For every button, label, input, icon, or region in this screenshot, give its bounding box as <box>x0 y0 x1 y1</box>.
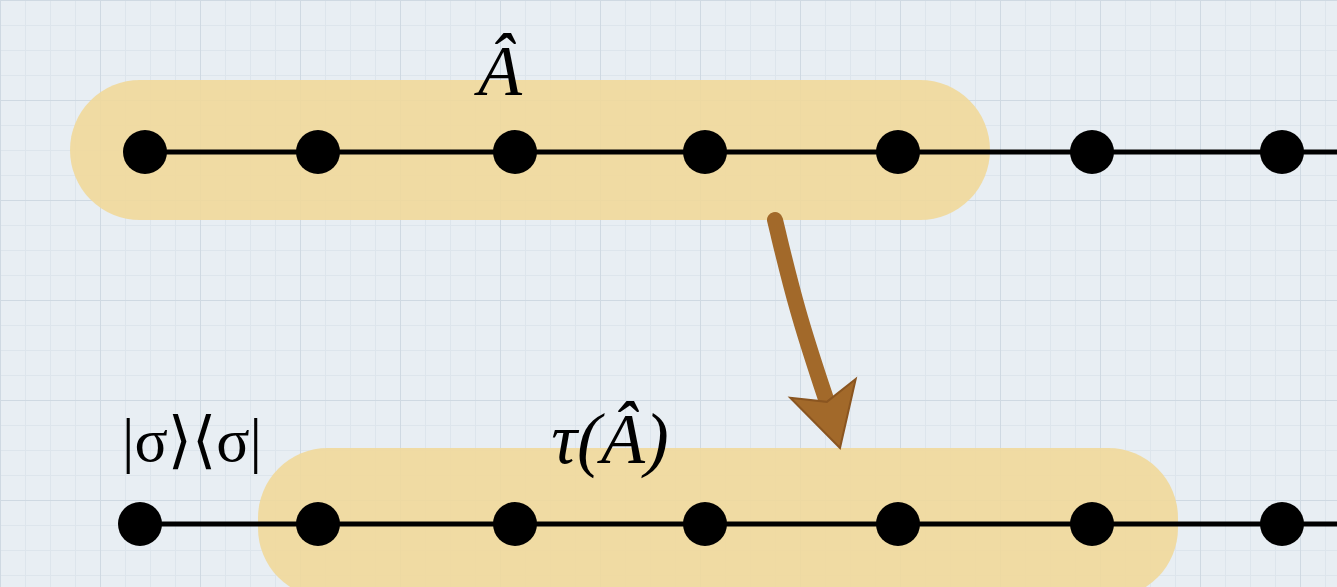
projector-label: |σ⟩⟨σ| <box>122 406 262 474</box>
site-dot <box>683 502 727 546</box>
site-dot <box>1070 130 1114 174</box>
arrow-shaft <box>775 220 826 400</box>
operator-label: Â <box>478 32 522 111</box>
chain-sites <box>118 130 1304 546</box>
operator-support-band: Â <box>70 80 990 220</box>
site-dot <box>493 502 537 546</box>
operator-label: τ(Â) <box>551 400 669 479</box>
mapping-arrow <box>775 220 856 448</box>
site-dot <box>1260 502 1304 546</box>
site-dot <box>876 502 920 546</box>
site-dot <box>683 130 727 174</box>
site-dot <box>296 502 340 546</box>
site-dot <box>493 130 537 174</box>
band-shape <box>70 80 990 220</box>
site-dot <box>118 502 162 546</box>
band-shape <box>258 448 1178 587</box>
site-dot <box>876 130 920 174</box>
operator-support-band: τ(Â) <box>258 448 1178 587</box>
site-dot <box>1260 130 1304 174</box>
site-dot <box>296 130 340 174</box>
arrow-head <box>790 379 855 448</box>
chain-lines <box>140 152 1337 524</box>
site-dot <box>1070 502 1114 546</box>
site-dot <box>123 130 167 174</box>
